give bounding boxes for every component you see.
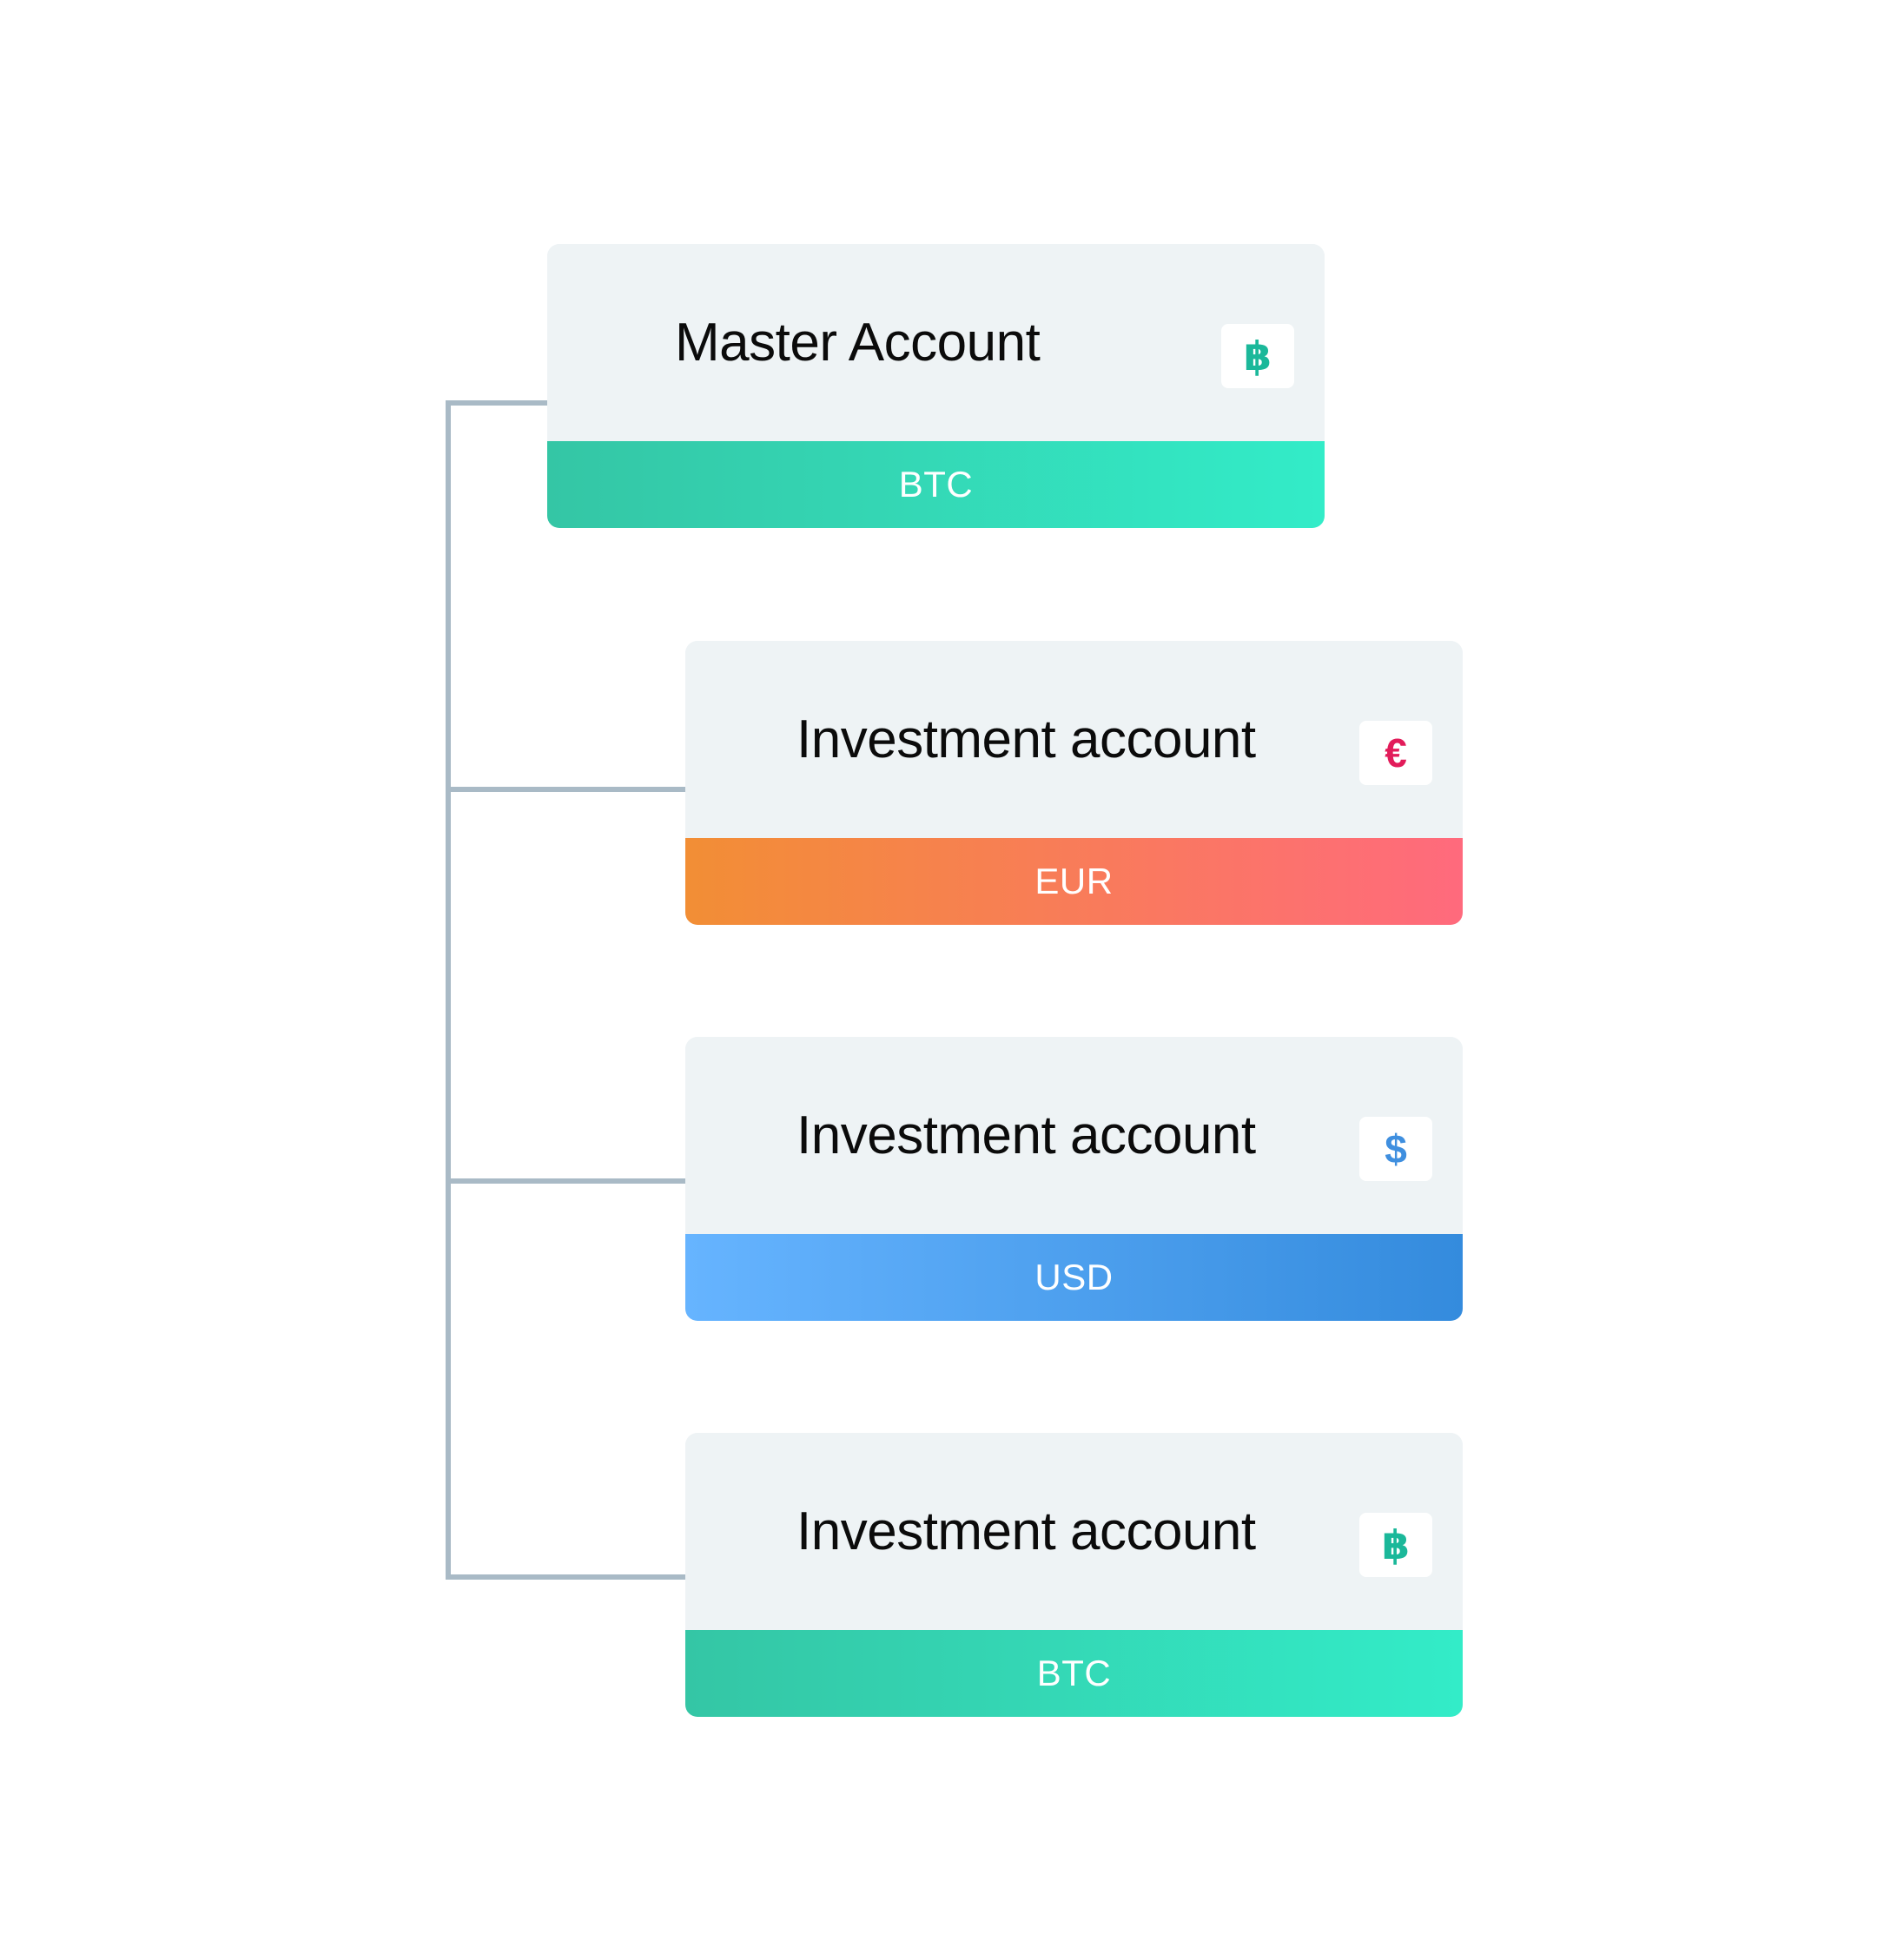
card-header: Investment account $ [685, 1037, 1463, 1234]
connector-master-stub [446, 400, 547, 406]
bitcoin-icon-glyph: ฿ [1381, 1522, 1410, 1567]
bitcoin-icon-glyph: ฿ [1243, 333, 1272, 379]
card-header: Investment account € [685, 641, 1463, 838]
dollar-icon: $ [1359, 1117, 1432, 1181]
card-title: Master Account [675, 313, 1041, 373]
connector-trunk [446, 400, 451, 1580]
dollar-icon-glyph: $ [1385, 1126, 1407, 1171]
currency-label: BTC [898, 464, 974, 505]
card-title: Investment account [796, 1501, 1256, 1561]
currency-label: BTC [1036, 1653, 1112, 1693]
currency-label: EUR [1034, 861, 1114, 901]
euro-icon: € [1359, 721, 1432, 785]
connector-branch-usd [446, 1178, 685, 1184]
bitcoin-icon: ฿ [1359, 1513, 1432, 1577]
card-title: Investment account [796, 1105, 1256, 1165]
investment-account-card-eur[interactable]: Investment account € EUR [685, 641, 1463, 925]
master-account-card[interactable]: Master Account ฿ BTC [547, 244, 1325, 528]
investment-account-card-btc[interactable]: Investment account ฿ BTC [685, 1433, 1463, 1717]
currency-band: BTC [685, 1630, 1463, 1717]
bitcoin-icon: ฿ [1221, 324, 1294, 388]
currency-band: USD [685, 1234, 1463, 1321]
card-title: Investment account [796, 709, 1256, 769]
euro-icon-glyph: € [1385, 730, 1407, 775]
card-header: Investment account ฿ [685, 1433, 1463, 1630]
investment-account-card-usd[interactable]: Investment account $ USD [685, 1037, 1463, 1321]
currency-band: BTC [547, 441, 1325, 528]
currency-band: EUR [685, 838, 1463, 925]
connector-branch-eur [446, 787, 685, 792]
currency-label: USD [1034, 1257, 1114, 1297]
card-header: Master Account ฿ [547, 244, 1325, 441]
connector-branch-btc [446, 1574, 685, 1580]
